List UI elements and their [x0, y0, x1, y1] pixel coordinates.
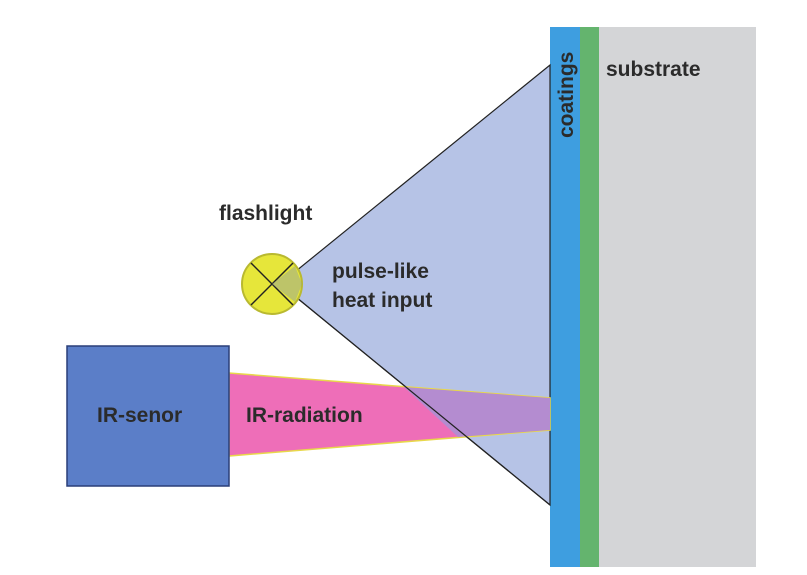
substrate-block — [598, 27, 756, 567]
ir-sensor-box — [66, 345, 230, 487]
coatings-label: coatings — [555, 52, 578, 138]
ir-sensor-label: IR-senor — [97, 404, 182, 427]
flashlight-label: flashlight — [219, 202, 312, 225]
heat-input-label-line1: pulse-like — [332, 260, 429, 283]
beam-cone-overlap — [404, 387, 550, 437]
coating-layer-inner — [580, 27, 599, 567]
coating-layer-outer — [550, 27, 581, 567]
substrate-label: substrate — [606, 58, 701, 81]
heat-input-label-line2: heat input — [332, 289, 432, 312]
flashlight-icon — [241, 253, 303, 315]
ir-radiation-label: IR-radiation — [246, 404, 363, 427]
cone-lower-edge — [279, 283, 551, 506]
